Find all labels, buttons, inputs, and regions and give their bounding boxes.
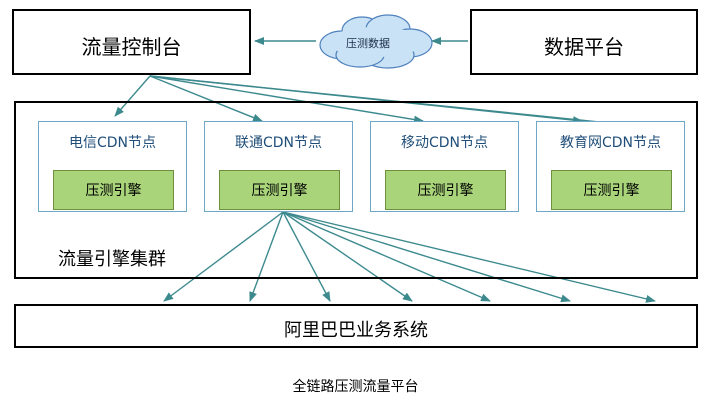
- data-platform-box: 数据平台: [470, 9, 698, 75]
- engine-fan-arrow: [282, 211, 656, 303]
- console-fan-arrow: [149, 75, 263, 122]
- engine-cluster-label: 流量引擎集群: [58, 249, 166, 270]
- engine-fan-arrow: [282, 211, 331, 302]
- pressure-engine: 压测引擎: [219, 170, 340, 210]
- engine-fan-arrow: [249, 211, 284, 302]
- engine-to-business-arrows: [163, 211, 656, 303]
- cdn-node-telecom: 电信CDN节点 压测引擎: [38, 121, 187, 212]
- engine-fan-arrow: [163, 211, 284, 302]
- pressure-engine: 压测引擎: [385, 170, 506, 210]
- cdn-node-title: 教育网CDN节点: [559, 135, 662, 151]
- pressure-engine: 压测引擎: [551, 170, 672, 210]
- cloud-label: 压测数据: [346, 37, 390, 50]
- engine-fan-arrow: [282, 211, 571, 303]
- cdn-node-unicom: 联通CDN节点 压测引擎: [204, 121, 353, 212]
- business-system-box: 阿里巴巴业务系统: [14, 304, 698, 348]
- cdn-node-mobile: 移动CDN节点 压测引擎: [370, 121, 519, 212]
- data-platform-label: 数据平台: [544, 35, 624, 59]
- pressure-engine: 压测引擎: [53, 170, 174, 210]
- cdn-node-education: 教育网CDN节点 压测引擎: [536, 121, 685, 212]
- control-console-label: 流量控制台: [81, 35, 182, 59]
- console-fan-arrow: [114, 75, 151, 117]
- figure-caption: 全链路压测流量平台: [292, 379, 419, 395]
- engine-fan-arrow: [282, 211, 491, 302]
- cdn-node-title: 移动CDN节点: [400, 135, 489, 151]
- console-fan-arrow: [149, 75, 424, 124]
- engine-cluster-box: 流量引擎集群: [14, 101, 698, 279]
- control-console-box: 流量控制台: [12, 9, 251, 75]
- engine-fan-arrow: [282, 211, 413, 302]
- cdn-node-title: 联通CDN节点: [234, 135, 323, 151]
- cdn-node-title: 电信CDN节点: [68, 135, 157, 151]
- business-system-label: 阿里巴巴业务系统: [284, 320, 428, 341]
